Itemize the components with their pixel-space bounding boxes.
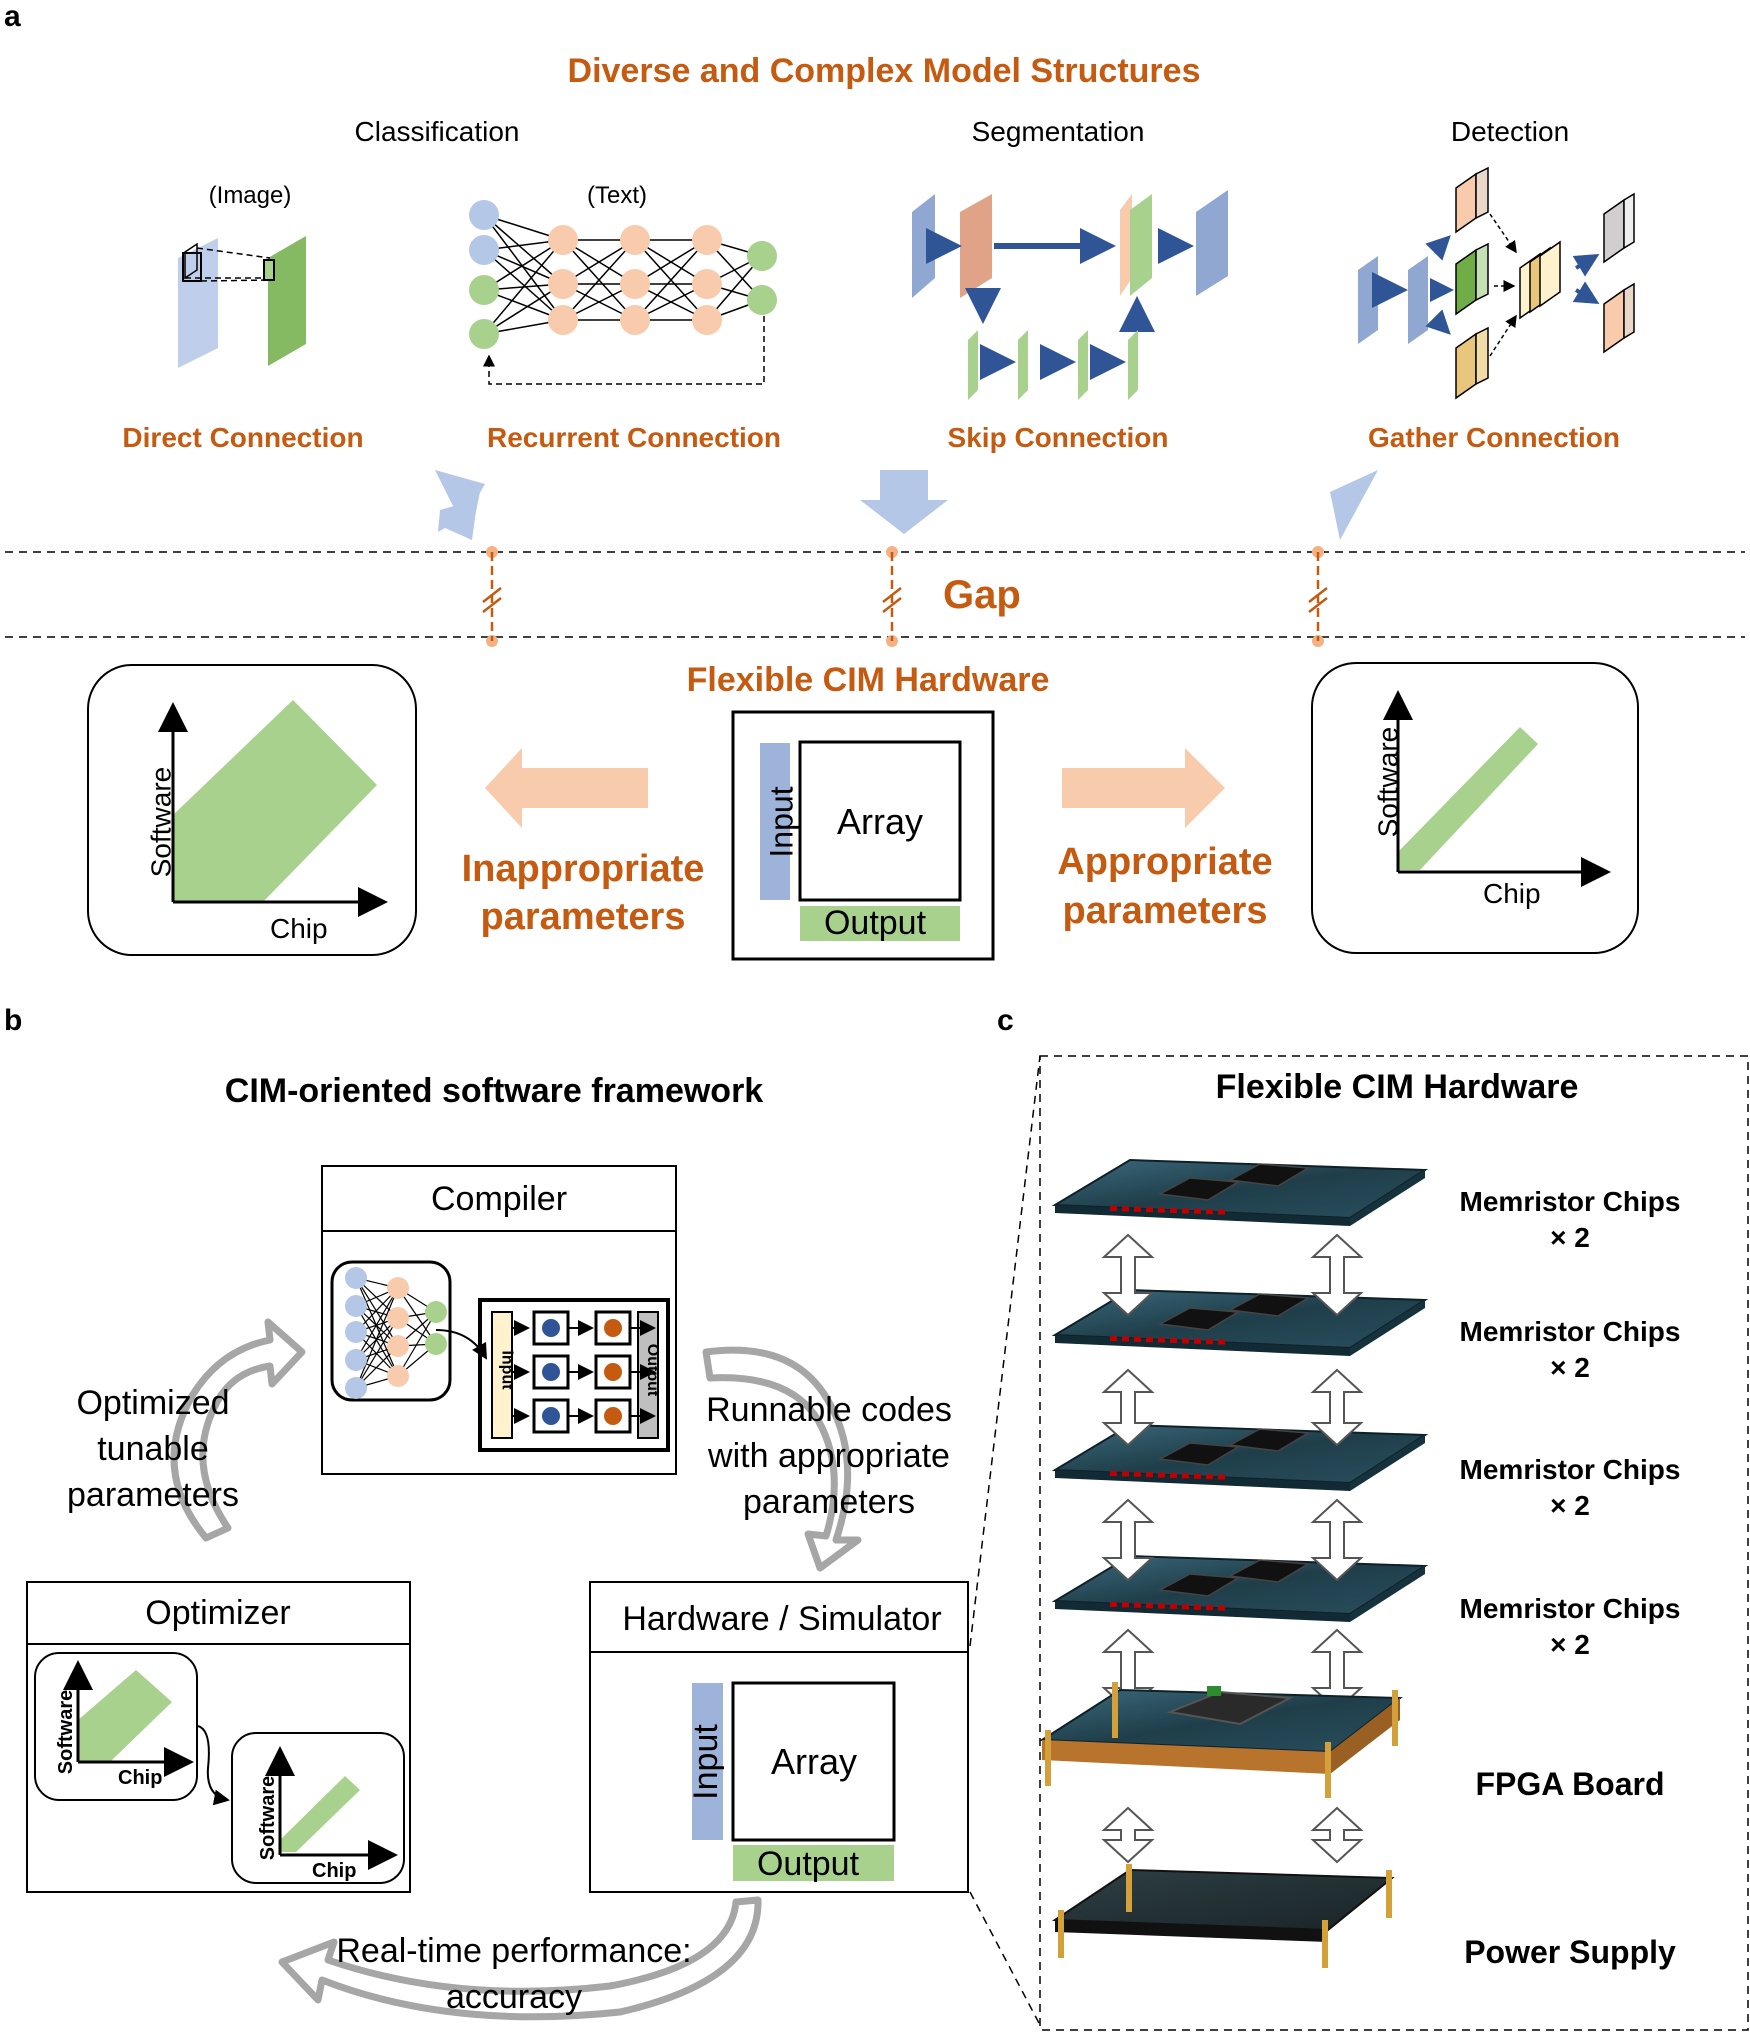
connection-gather: Gather Connection [1367,422,1621,453]
hardware-layer-count: × 2 [1550,1490,1590,1521]
gap-markers [482,546,1328,647]
inappropriate-line1: Inappropriate [461,848,705,890]
connection-skip: Skip Connection [947,422,1169,453]
arrow-center-blue [860,470,948,534]
compiler-array-cells [512,1310,656,1434]
loop-arrow-left [170,1318,306,1542]
compiler-title: Compiler [430,1180,568,1218]
loop-left-line1: Optimized [76,1384,230,1422]
panel-b-title: CIM-oriented software framework [224,1072,764,1110]
opt-axis-y-2: Software [257,1775,280,1861]
panel-a-title: Diverse and Complex Model Structures [567,52,1201,90]
input-text-label: (Text) [587,182,647,209]
task-classification: Classification [354,116,520,147]
optimizer-title: Optimizer [145,1594,291,1632]
gather-connection-diagram [1358,166,1635,400]
appropriate-line1: Appropriate [1057,841,1273,883]
arrow-left-blue-main [435,470,480,540]
panel-c-label: c [997,1004,1014,1037]
array-output-label-b: Output [756,1845,860,1883]
array-label-a: Array [836,801,924,842]
connection-recurrent: Recurrent Connection [486,422,782,453]
opt-axis-y-1: Software [55,1689,78,1775]
axis-y-right: Software [1372,726,1404,838]
hardware-layer-name: Power Supply [1464,1934,1676,1970]
hardware-layer-count: × 2 [1550,1352,1590,1383]
array-input-label-b: Input [686,1724,725,1800]
task-segmentation: Segmentation [971,116,1145,147]
hardware-title-a: Flexible CIM Hardware [686,661,1050,699]
hardware-stack [1038,1158,1429,1968]
hardware-layer-count: × 2 [1550,1629,1590,1660]
opt-axis-x-1: Chip [118,1767,163,1789]
recurrent-connection-diagram [469,200,777,385]
arrow-left-peach [485,748,648,828]
loop-right-line2: with appropriate [708,1437,950,1475]
loop-right-line3: parameters [743,1483,915,1521]
direct-connection-diagram [178,236,306,368]
panel-b-label: b [4,1004,23,1037]
inappropriate-line2: parameters [480,896,686,938]
hardware-layer-name: Memristor Chips [1459,1593,1681,1624]
opt-axis-x-2: Chip [312,1860,357,1882]
loop-bottom-line2: accuracy [445,1978,583,2016]
hardware-layer-name: Memristor Chips [1459,1316,1681,1347]
task-detection: Detection [1450,116,1570,147]
loop-bottom-line1: Real-time performance: [336,1932,692,1970]
loop-left-line3: parameters [67,1476,239,1514]
arrow-right-peach [1062,748,1225,828]
loop-arrow-bottom [278,1896,762,2021]
hardware-layer-name: Memristor Chips [1459,1186,1681,1217]
skip-connection-diagram [912,190,1228,400]
appropriate-line2: parameters [1062,890,1268,932]
loop-right-line1: Runnable codes [706,1391,952,1429]
connection-direct: Direct Connection [122,422,364,453]
array-label-b: Array [770,1741,858,1782]
arrow-right-blue [1330,470,1378,540]
hardware-layer-count: × 2 [1550,1222,1590,1253]
appropriate-region [1398,727,1538,870]
loop-left-line2: tunable [97,1430,209,1468]
hardware-simulator-title: Hardware / Simulator [622,1600,942,1638]
input-image-label: (Image) [208,182,292,209]
compiler-input-label: Input [498,1350,516,1390]
compiler-output-label: Output [644,1343,662,1397]
axis-x-left: Chip [270,913,328,944]
panel-a-label: a [4,0,21,33]
hardware-layer-name: FPGA Board [1475,1766,1665,1802]
axis-y-left: Software [145,766,177,878]
inappropriate-region [173,700,377,902]
loop-arrow-right [702,1346,862,1572]
array-input-label-a: Input [763,786,800,858]
array-output-label-a: Output [823,904,927,942]
panel-c-title: Flexible CIM Hardware [1215,1068,1579,1106]
hardware-layer-name: Memristor Chips [1459,1454,1681,1485]
gap-label: Gap [943,573,1021,617]
compiler-mini-network [345,1267,447,1399]
axis-x-right: Chip [1483,878,1541,909]
